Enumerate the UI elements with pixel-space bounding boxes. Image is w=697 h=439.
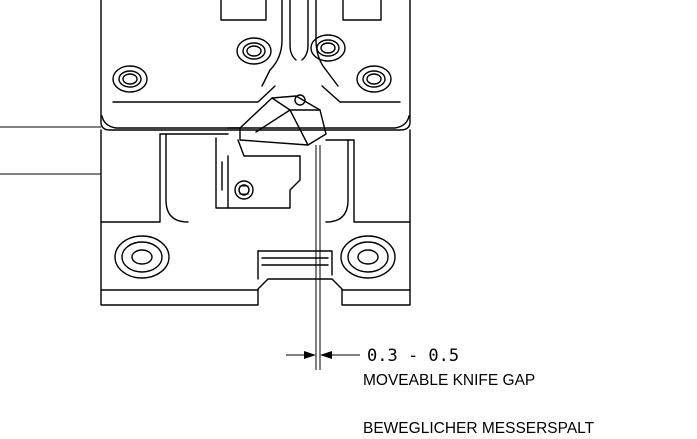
- gap-extension-lines: [315, 145, 321, 370]
- hex-screw: [234, 180, 254, 200]
- reference-lines: [0, 126, 101, 175]
- moveable-knife: [227, 94, 327, 146]
- gap-label-german: BEWEGLICHER MESSERSPALT: [363, 420, 595, 437]
- upper-housing: [100, 0, 411, 131]
- screw-hole-upper-right: [356, 65, 392, 93]
- gap-dimension-arrows: [286, 351, 360, 359]
- screw-hole-lower-left: [114, 235, 170, 279]
- lower-housing: [100, 129, 411, 306]
- screw-hole-upper-left: [112, 65, 148, 93]
- screw-hole-upper-center-left: [236, 37, 272, 65]
- gap-dimension-value: 0.3 - 0.5: [367, 346, 459, 366]
- screw-hole-lower-right: [340, 235, 396, 279]
- gap-label-english: MOVEABLE KNIFE GAP: [363, 372, 535, 389]
- screw-hole-upper-center-right: [310, 34, 346, 62]
